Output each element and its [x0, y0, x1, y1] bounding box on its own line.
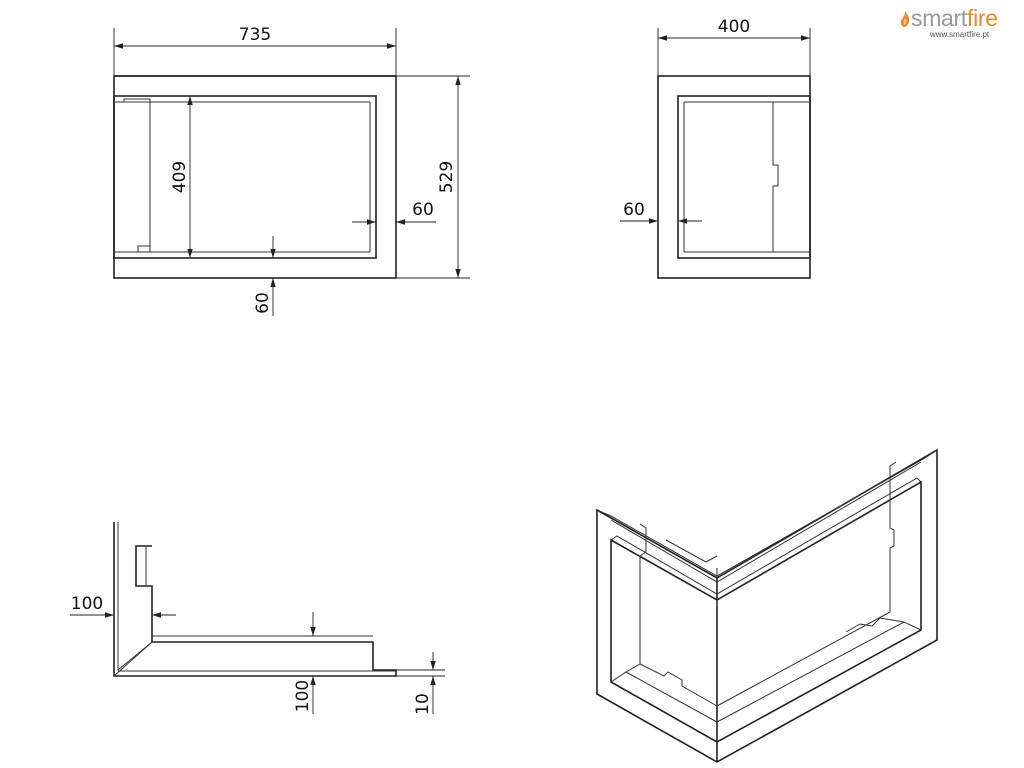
iso-floor-front — [610, 621, 922, 723]
dim-735-label: 735 — [239, 25, 271, 45]
brand-name-part2: fire — [967, 5, 998, 31]
dim-60-bottom-label: 60 — [253, 292, 273, 314]
dim-529-label: 529 — [437, 161, 457, 193]
side-outer-frame — [657, 75, 811, 279]
dim-400-label: 400 — [718, 17, 750, 37]
front-outer-frame — [113, 75, 397, 279]
section-view: 100 100 10 — [70, 522, 445, 715]
iso-left-panel — [625, 523, 647, 673]
section-corner-brace — [113, 641, 153, 677]
dim-10-label: 10 — [413, 693, 433, 715]
iso-floor-right — [845, 617, 905, 633]
dim-100-h-label: 100 — [71, 594, 103, 614]
brand-url: www.smartfire.pt — [930, 30, 990, 39]
brand-name: smartfire — [900, 6, 1018, 30]
front-side-panel — [123, 98, 151, 252]
front-side-panel-foot — [137, 245, 150, 252]
brand-name-part1: smart — [911, 5, 968, 31]
flame-icon — [900, 11, 910, 27]
section-inner-wall — [117, 522, 153, 672]
iso-top-inner — [610, 461, 922, 583]
isometric-view — [596, 448, 938, 763]
dim-60-left-label: 60 — [623, 200, 645, 220]
side-back-panel — [772, 102, 779, 252]
side-inner-opening — [677, 95, 811, 259]
dim-60-right-label: 60 — [412, 200, 434, 220]
iso-floor-left — [639, 663, 718, 707]
iso-opening-bevel — [610, 477, 922, 595]
brand-logo: smartfire www.smartfire.pt — [900, 6, 1018, 40]
iso-top-lip — [596, 449, 938, 577]
iso-inner-opening — [610, 480, 922, 743]
front-view: 735 529 409 60 60 — [113, 25, 470, 316]
dim-100-v-label: 100 — [293, 680, 313, 712]
front-inner-opening — [113, 95, 377, 259]
side-view: 400 60 — [620, 17, 811, 279]
dim-409-label: 409 — [170, 161, 190, 193]
iso-back-left — [665, 539, 718, 563]
iso-right-panel — [716, 461, 897, 707]
section-outline — [113, 522, 397, 677]
